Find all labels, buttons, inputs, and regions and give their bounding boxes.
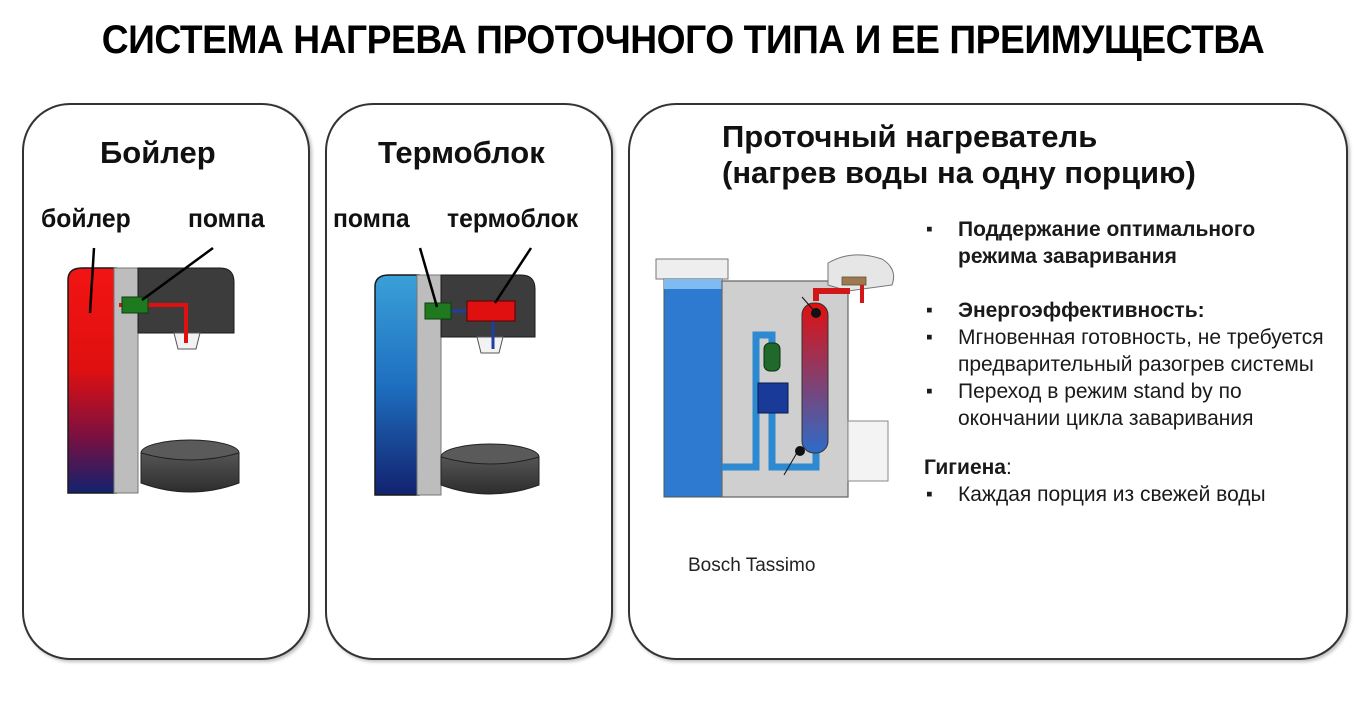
hygiene-heading-colon: :: [1006, 456, 1012, 479]
pump-label: помпа: [188, 203, 265, 233]
thermoblock-label: термоблок: [447, 203, 579, 233]
page-title: СИСТЕМА НАГРЕВА ПРОТОЧНОГО ТИПА И ЕЕ ПРЕ…: [101, 18, 1265, 62]
bullet-standby: Переход в режим stand by по окончании ци…: [924, 378, 1334, 432]
bullet-energy-efficiency: Энергоэффективность:: [924, 297, 1334, 324]
flow-heater-heading: Проточный нагреватель (нагрев воды на од…: [722, 119, 1196, 191]
advantages-list: Поддержание оптимального режима заварива…: [924, 216, 1334, 508]
thermoblock-shape: [466, 300, 516, 322]
boiler-label: бойлер: [41, 203, 131, 233]
water-tank-shape: [374, 274, 420, 496]
thermoblock-heading: Термоблок: [378, 135, 545, 170]
pump-shape: [757, 382, 789, 414]
thermoblock-card: Термоблок помпа термоблок: [325, 103, 613, 660]
pump-shape: [424, 302, 452, 320]
boiler-tank-shape: [67, 267, 117, 494]
flow-heading-line1: Проточный нагреватель: [722, 119, 1098, 154]
bullet-instant-ready: Мгновенная готовность, не требуется пред…: [924, 324, 1334, 378]
flow-heading-line2: (нагрев воды на одну порцию): [722, 155, 1196, 190]
hygiene-heading: Гигиена:: [924, 454, 1334, 481]
boiler-card: Бойлер бойлер помпа: [22, 103, 310, 660]
boiler-machine-diagram: [67, 246, 240, 494]
bullet-fresh-water: Каждая порция из свежей воды: [924, 481, 1334, 508]
boiler-heading: Бойлер: [100, 135, 216, 170]
pump-label: помпа: [333, 203, 410, 233]
bullet-optimal-mode: Поддержание оптимального режима заварива…: [924, 216, 1334, 270]
thermoblock-machine-diagram: [374, 247, 540, 496]
bosch-tassimo-caption: Bosch Tassimo: [688, 555, 816, 576]
hygiene-heading-text: Гигиена: [924, 456, 1006, 479]
pump-shape: [121, 296, 149, 314]
tassimo-diagram: [655, 254, 895, 498]
flow-heater-card: Проточный нагреватель (нагрев воды на од…: [628, 103, 1348, 660]
flow-heater-shape: [801, 302, 829, 454]
